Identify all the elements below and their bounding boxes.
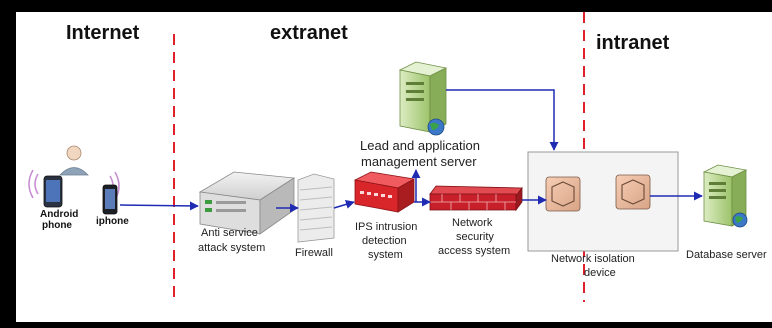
ips-label-line1: IPS intrusion — [355, 221, 417, 233]
lead-server-label-line1: Lead and application — [360, 138, 480, 153]
connector-lead-to-isolation — [446, 89, 559, 151]
iphone-icon — [102, 184, 118, 215]
nsas-label-line3: access system — [438, 245, 510, 257]
anti-service-label-line1: Anti service — [201, 227, 258, 239]
lead-server-label-line2: management server — [361, 154, 477, 169]
connector-phones-to-anti — [119, 201, 199, 211]
ips-label-line3: system — [368, 249, 403, 261]
iphone-label: iphone — [96, 216, 129, 227]
database-server-label: Database server — [686, 249, 767, 261]
connector-firewall-to-ips — [333, 200, 355, 209]
diagram-canvas: Internet extranet intranet Android phone… — [16, 12, 772, 322]
lead-server-icon — [398, 61, 448, 136]
nsas-label-line1: Network — [452, 217, 493, 229]
android-phone-label-line2: phone — [42, 220, 72, 231]
firewall-label: Firewall — [295, 247, 333, 259]
brick-wall-icon — [429, 185, 523, 212]
isolation-label-line1: Network isolation — [551, 253, 635, 265]
isolation-device-icon — [545, 174, 651, 212]
ips-label-line2: detection — [362, 235, 407, 247]
person-icon — [59, 145, 89, 176]
zone-title-internet: Internet — [66, 22, 140, 44]
ips-appliance-icon — [353, 171, 416, 213]
firewall-icon — [297, 173, 335, 243]
android-phone-label-line1: Android — [40, 209, 78, 220]
isolation-label-line2: device — [584, 267, 616, 279]
rack-server-icon — [198, 171, 296, 235]
database-server-icon — [702, 164, 748, 228]
network-diagram: Internet extranet intranet Android phone… — [28, 12, 767, 302]
anti-service-label-line2: attack system — [198, 242, 265, 254]
android-phone-icon — [43, 175, 63, 208]
nsas-label-line2: security — [456, 231, 494, 243]
zone-title-extranet: extranet — [270, 22, 348, 44]
zone-title-intranet: intranet — [596, 32, 670, 54]
